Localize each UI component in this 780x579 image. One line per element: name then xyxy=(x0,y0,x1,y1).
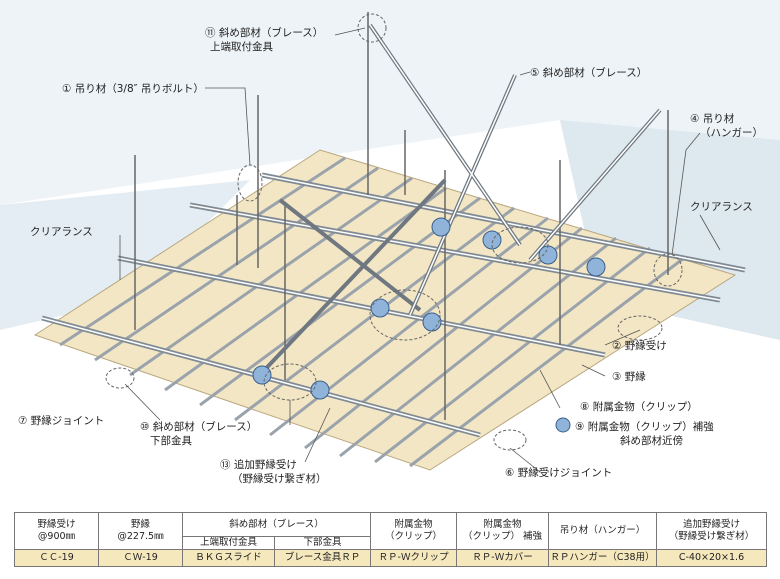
spec-value: ＲＰ-Ｗクリップ xyxy=(370,549,457,567)
label-brace-lower-1: ⑩ 斜め部材（ブレース） xyxy=(140,420,257,433)
spec-header-furring: 野縁@227.5㎜ xyxy=(98,512,183,550)
label-clip-reinforce: ⑨ 附属金物（クリップ）補強 xyxy=(575,420,714,433)
label-clearance-right: クリアランス xyxy=(690,201,753,213)
label-hanger-1: ④ 吊り材 xyxy=(690,112,735,125)
label-brace-top-2: 上端取付金具 xyxy=(210,40,273,53)
label-furring-joint: ⑦ 野縁ジョイント xyxy=(18,414,104,427)
spec-value: ＢＫＧスライド xyxy=(182,549,275,567)
brace-center-highlight xyxy=(369,289,441,341)
runner-joint-highlight xyxy=(617,315,663,341)
spec-value: ＲＰ-Ｗカバー xyxy=(456,549,549,567)
label-main-runner: ② 野縁受け xyxy=(612,339,667,352)
left-wall xyxy=(0,180,250,330)
additional-runner-highlight xyxy=(263,363,317,401)
brace-right-highlight xyxy=(491,226,549,264)
spec-header-runner: 野縁受け@900㎜ xyxy=(14,512,99,550)
label-additional-runner-2: （野縁受け繋ぎ材） xyxy=(232,472,327,485)
label-clip: ⑧ 附属金物（クリップ） xyxy=(580,400,698,413)
label-clip-reinforce-2: 斜め部材近傍 xyxy=(620,434,683,447)
spec-value: ＣＣ-19 xyxy=(14,549,99,567)
label-furring-channel: ③ 野縁 xyxy=(612,370,646,383)
clip-markers xyxy=(252,217,606,400)
spec-header-hanger: 吊り材（ハンガー） xyxy=(548,512,657,550)
ceiling-diagram: ① 吊り材（3/8″ 吊りボルト） ② 野縁受け ③ 野縁 ④ 吊り材 （ハンガ… xyxy=(0,0,780,485)
label-brace-lower-2: 下部金具 xyxy=(150,434,192,447)
label-hanger-bolt: ① 吊り材（3/8″ 吊りボルト） xyxy=(62,82,204,95)
clip-legend-marker xyxy=(555,417,571,433)
spec-header-brace-top: 上端取付金具 xyxy=(182,536,275,550)
label-additional-runner-1: ⑬ 追加野縁受け xyxy=(220,458,297,471)
spec-value: C-40×20×1.6 xyxy=(656,549,767,567)
label-hanger-2: （ハンガー） xyxy=(700,127,763,139)
label-clearance-left: クリアランス xyxy=(30,226,93,238)
spec-header-brace-bottom: 下部金具 xyxy=(274,536,371,550)
spec-header-brace: 斜め部材（ブレース） xyxy=(182,512,371,537)
spec-value: ＲＰハンガー（C38用） xyxy=(548,549,657,567)
spec-value: ＣＷ-19 xyxy=(98,549,183,567)
top-bracket-highlight xyxy=(357,13,387,43)
spec-header-clip-reinforce: 附属金物（クリップ） 補強 xyxy=(456,512,549,550)
spec-value: ブレース金具ＲＰ xyxy=(274,549,371,567)
spec-header-additional: 追加野縁受け（野縁受け繋ぎ材） xyxy=(656,512,767,550)
back-wall xyxy=(0,0,780,205)
label-brace-top-1: ⑪ 斜め部材（ブレース） xyxy=(205,26,323,39)
furring-joint-highlight xyxy=(105,367,135,389)
hanger-highlight xyxy=(653,253,683,287)
spec-header-clip: 附属金物（クリップ） xyxy=(370,512,457,550)
label-brace: ⑤ 斜め部材（ブレース） xyxy=(530,66,647,79)
spec-table: 野縁受け@900㎜ 野縁@227.5㎜ 斜め部材（ブレース） 附属金物（クリップ… xyxy=(14,512,767,567)
runner-joint-lower-highlight xyxy=(493,429,527,451)
label-runner-joint: ⑥ 野縁受けジョイント xyxy=(505,466,612,479)
